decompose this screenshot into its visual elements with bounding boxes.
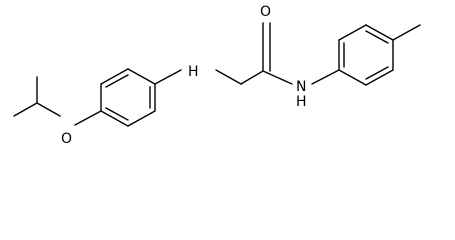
- bond: [215, 69, 242, 85]
- bond: [338, 69, 367, 86]
- atom-h-amide: H: [296, 94, 307, 110]
- chemical-structure-diagram: O H O N H: [13, 4, 421, 147]
- bond: [262, 70, 293, 85]
- bond: [365, 69, 394, 86]
- bond: [240, 70, 264, 85]
- aryl-ring-left: [100, 68, 156, 127]
- isopropyl-group: [13, 76, 61, 117]
- bond: [100, 110, 129, 127]
- bond: [365, 24, 394, 41]
- bond: [36, 102, 61, 117]
- carbonyl-double-bond: [262, 22, 271, 72]
- bond: [100, 68, 129, 85]
- atom-o-ether: O: [61, 131, 72, 147]
- bond: [74, 110, 102, 126]
- bond: [154, 69, 182, 85]
- bond: [311, 69, 340, 85]
- bond: [365, 30, 389, 44]
- bond: [13, 102, 38, 117]
- bond: [127, 68, 156, 85]
- bond: [338, 24, 367, 41]
- bond: [105, 107, 129, 121]
- bond: [127, 110, 156, 127]
- atom-n-amide: N: [296, 79, 306, 95]
- atom-nh-amine: H: [188, 64, 199, 80]
- bond: [392, 24, 421, 41]
- atom-o-carbonyl: O: [260, 4, 271, 20]
- bond: [365, 66, 389, 80]
- aryl-ring-right: [338, 24, 394, 86]
- bond: [105, 74, 129, 88]
